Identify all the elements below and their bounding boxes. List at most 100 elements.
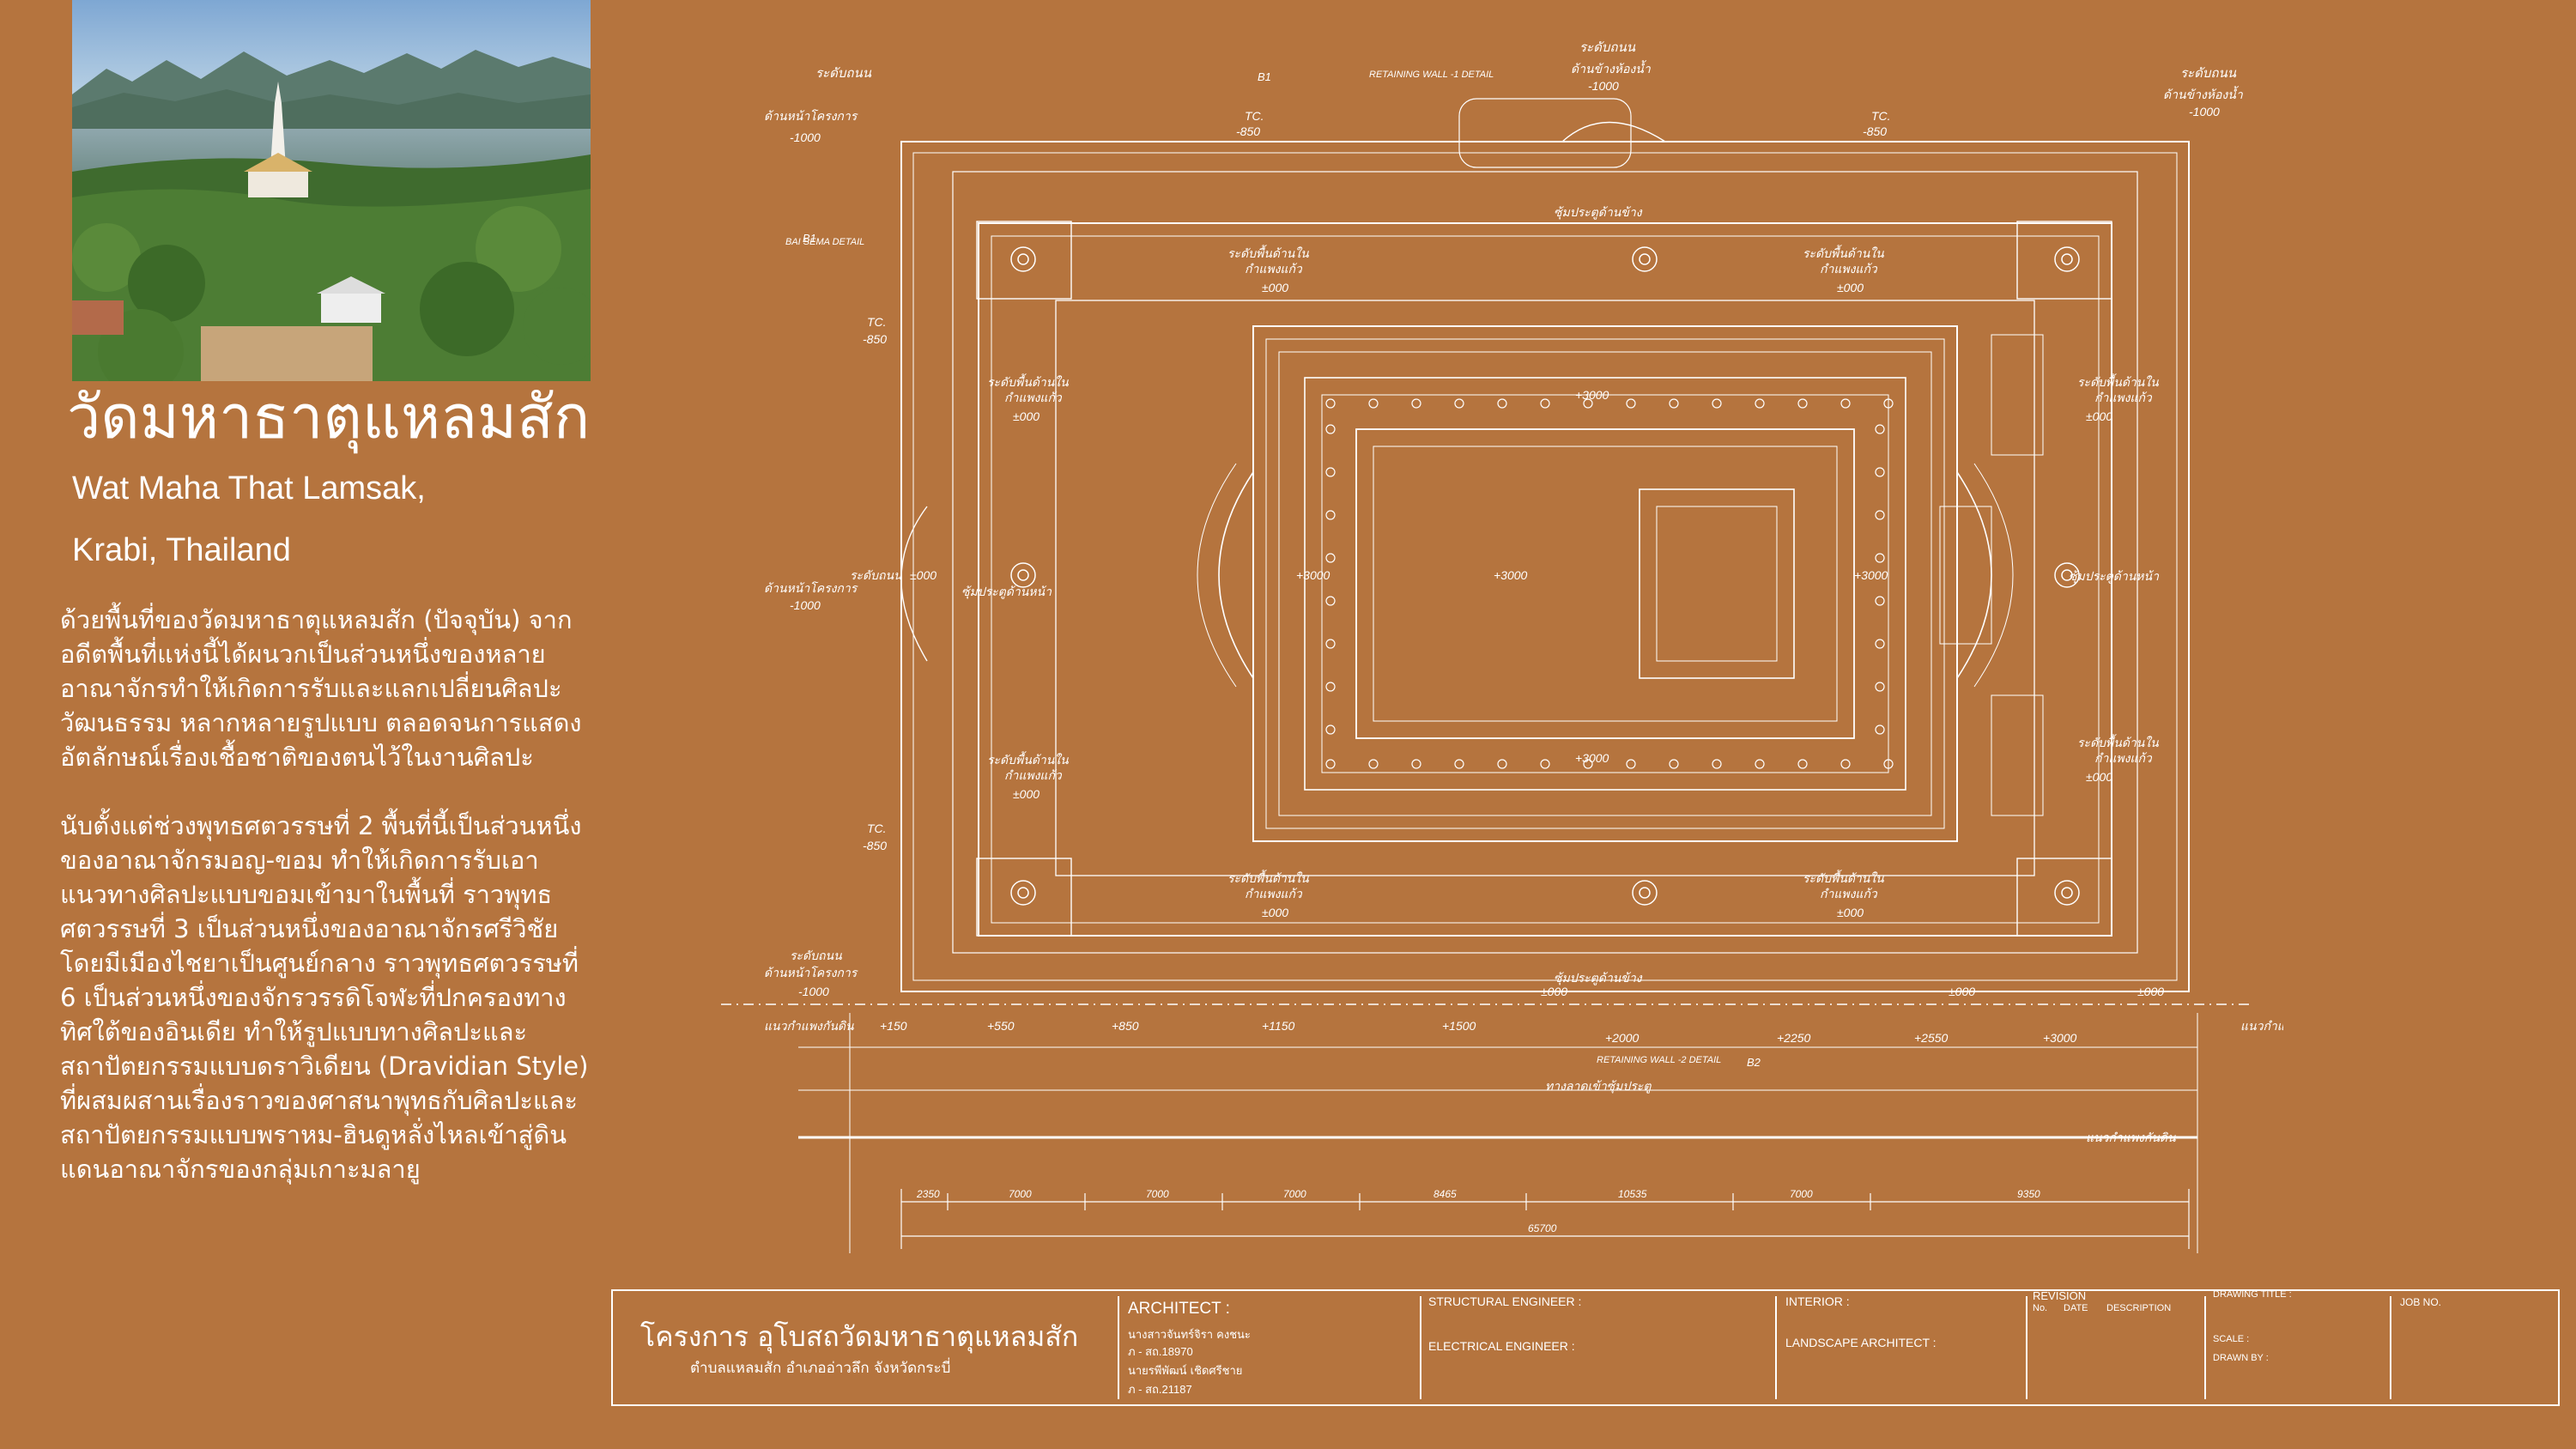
pillar (1325, 596, 1336, 606)
pillar (1712, 759, 1722, 769)
label-inner-wall-4: กำแพงแก้ว (1004, 768, 1063, 782)
label-level-minus1000-right: -1000 (2189, 105, 2220, 118)
revision: REVISION (2033, 1289, 2087, 1302)
pillar (1325, 639, 1336, 649)
title-block: โครงการ อุโบสถวัดมหาธาตุแหลมสัก ตำบลแหลม… (611, 1289, 2560, 1406)
pillar (1497, 398, 1507, 409)
label-road-level-top: ระดับถนน (1579, 40, 1636, 55)
label-retaining-line-bottom: แนวกำแพงกันดิน (2086, 1131, 2176, 1144)
label-inner-floor-8: ระดับพื้นด้านใน (1803, 870, 1884, 885)
pillar (1875, 424, 1885, 434)
title-english-line1: Wat Maha That Lamsak, (72, 470, 426, 506)
label-front-project-mid: ด้านหน้าโครงการ (764, 581, 858, 595)
structural-engineer: STRUCTURAL ENGINEER : (1428, 1294, 1582, 1308)
label-inner-floor-3: ระดับพื้นด้านใน (987, 373, 1069, 389)
label-inner-floor-2: ระดับพื้นด้านใน (1803, 245, 1884, 260)
label-inner-wall-1: กำแพงแก้ว (1245, 262, 1303, 276)
label-plus550: +550 (987, 1019, 1015, 1033)
label-inner-floor-5: ระดับพื้นด้านใน (2077, 373, 2159, 389)
site-boundary (900, 141, 2190, 992)
label-ramp-entry: ทางลาดเข้าซุ้มประตู (1545, 1079, 1652, 1094)
label-tc-1: TC. (1245, 109, 1264, 123)
drawing-title: DRAWING TITLE : (2213, 1289, 2292, 1300)
temple-photo (72, 0, 591, 381)
electrical-engineer: ELECTRICAL ENGINEER : (1428, 1339, 1575, 1353)
pillar (1325, 398, 1336, 409)
label-front-arch: ซุ้มประตูด้านหน้า (961, 585, 1052, 599)
pillar (1840, 759, 1851, 769)
dim-7: 7000 (1790, 1188, 1813, 1200)
dim-5: 8465 (1433, 1188, 1457, 1200)
pillar (1583, 398, 1593, 409)
tag-b1-left: B1 (803, 232, 816, 245)
architect-line-4: ภ - สถ.21187 (1128, 1383, 1192, 1396)
label-plus3000-top: +3000 (1575, 388, 1609, 402)
interior: INTERIOR : (1785, 1294, 1850, 1308)
dim-3: 7000 (1146, 1188, 1169, 1200)
pillar (1875, 467, 1885, 477)
label-inner-floor-7: ระดับพื้นด้านใน (1227, 870, 1309, 885)
label-plus1150: +1150 (1262, 1019, 1294, 1033)
label-front-project: ด้านหน้าโครงการ (764, 109, 858, 123)
label-inner-wall-5: กำแพงแก้ว (2094, 391, 2153, 404)
pillar (1368, 398, 1379, 409)
pillar (1883, 759, 1894, 769)
label-inner-wall-3: กำแพงแก้ว (1004, 391, 1063, 404)
revision-description: DESCRIPTION (2106, 1303, 2172, 1313)
label-plus2250: +2250 (1777, 1031, 1811, 1045)
pillar (1626, 398, 1636, 409)
label-tc-4: TC. (867, 822, 887, 835)
pillar (1454, 759, 1464, 769)
label-zero-3: ±000 (1013, 409, 1039, 423)
label-zero-b3: ±000 (2137, 985, 2164, 998)
dim-1: 2350 (916, 1188, 940, 1200)
label-retaining-line-right: แนวกำแพงกันดิน (2240, 1019, 2283, 1033)
pillar (1325, 682, 1336, 692)
pillar (1797, 759, 1808, 769)
pillar (1875, 639, 1885, 649)
label-plus3000-bottom: +3000 (1575, 751, 1609, 765)
pillar (1325, 553, 1336, 563)
label-retaining-wall-2: RETAINING WALL -2 DETAIL (1597, 1055, 1721, 1065)
architect-line-2: ภ - สถ.18970 (1128, 1345, 1193, 1358)
label-zero-1: ±000 (1262, 281, 1288, 294)
pillar (1669, 759, 1679, 769)
pillar (1875, 510, 1885, 520)
job-no: JOB NO. (2400, 1296, 2442, 1308)
pillar (1712, 398, 1722, 409)
label-level-minus1000: -1000 (790, 130, 821, 144)
dim-6: 10535 (1618, 1188, 1647, 1200)
title-english-line2: Krabi, Thailand (72, 532, 291, 568)
pillar (1368, 759, 1379, 769)
label-zero-5: ±000 (2086, 409, 2112, 423)
label-plus3000-b: +3000 (2043, 1031, 2077, 1045)
label-level-minus1000-bottom: -1000 (798, 985, 829, 998)
label-zero-front: ±000 (910, 568, 936, 582)
label-level-minus850-1: -850 (1236, 124, 1260, 138)
label-plus1500: +1500 (1442, 1019, 1476, 1033)
landscape-architect: LANDSCAPE ARCHITECT : (1785, 1336, 1937, 1349)
pillar (1669, 398, 1679, 409)
label-inner-wall-7: กำแพงแก้ว (1245, 887, 1303, 900)
pillar (1626, 759, 1636, 769)
label-inner-wall-2: กำแพงแก้ว (1820, 262, 1878, 276)
tag-b2: B2 (1747, 1056, 1761, 1069)
label-level-minus1000-mid: -1000 (790, 598, 821, 612)
pillar (1540, 759, 1550, 769)
title-thai: วัดมหาธาตุแหลมสัก (67, 382, 591, 452)
label-road-level-mid: ระดับถนน (850, 568, 902, 582)
label-plus150: +150 (880, 1019, 907, 1033)
label-retaining-line-left: แนวกำแพงกันดิน (764, 1019, 854, 1033)
pillar (1875, 724, 1885, 735)
label-tc-2: TC. (1871, 109, 1891, 123)
label-zero-4: ±000 (1013, 787, 1039, 801)
pillar (1840, 398, 1851, 409)
pillar (1325, 724, 1336, 735)
hall-terrace-outer (1252, 325, 1958, 842)
inner-compound (978, 222, 2112, 937)
hall-main (1355, 428, 1855, 739)
dim-8: 9350 (2017, 1188, 2040, 1200)
description: ด้วยพื้นที่ของวัดมหาธาตุแหลมสัก (ปัจจุบั… (60, 603, 592, 1221)
label-plus850: +850 (1112, 1019, 1139, 1033)
pillar (1883, 398, 1894, 409)
